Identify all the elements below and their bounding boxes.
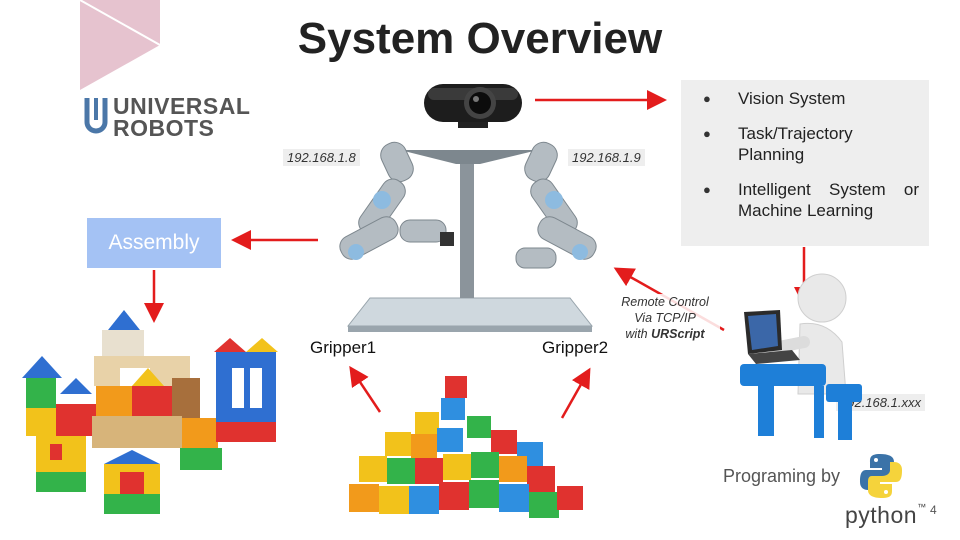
bullet-vision-system: Vision System: [703, 88, 919, 109]
trademark-symbol: ™: [917, 502, 927, 512]
bullet-intelligent-system: Intelligent System or Machine Learning: [703, 179, 919, 221]
dual-arm-robot-image: [339, 141, 597, 332]
right-robot-ip-label: 192.168.1.9: [568, 149, 645, 166]
page-number: 4: [930, 503, 937, 517]
remote-control-label: Remote Control Via TCP/IP with URScript: [610, 294, 720, 342]
arrow-blocks-to-gripper2: [560, 367, 591, 419]
gripper1-label: Gripper1: [310, 338, 377, 357]
webcam-image: [424, 84, 522, 128]
programming-by-label: Programing by: [723, 466, 841, 486]
corner-decoration: [79, 0, 161, 90]
remote-line1: Remote Control: [621, 295, 709, 309]
universal-robots-logo-text: UNIVERSAL ROBOTS: [113, 93, 251, 141]
bullet-task-trajectory-planning: Task/Trajectory Planning: [703, 123, 919, 165]
cube-pile-image: [349, 376, 583, 518]
capabilities-panel: Vision System Task/Trajectory Planning I…: [681, 80, 929, 246]
urscript-label: URScript: [651, 327, 705, 341]
left-robot-ip-label: 192.168.1.8: [283, 149, 360, 166]
gripper2-label: Gripper2: [542, 338, 609, 357]
python-wordmark: python™: [845, 502, 927, 528]
arrow-blocks-to-gripper1: [349, 365, 382, 413]
assembled-blocks-image: [22, 310, 278, 514]
person-at-computer-image: [740, 273, 862, 440]
assembly-box: Assembly: [87, 218, 221, 268]
logo-line-universal: UNIVERSAL: [113, 93, 251, 119]
logo-line-robots: ROBOTS: [113, 115, 215, 141]
remote-line2: Via TCP/IP: [634, 311, 696, 325]
remote-line3: with URScript: [625, 327, 705, 341]
slide-title: System Overview: [297, 14, 663, 63]
universal-robots-logo-icon: [84, 98, 108, 134]
python-logo-icon: [860, 454, 902, 498]
